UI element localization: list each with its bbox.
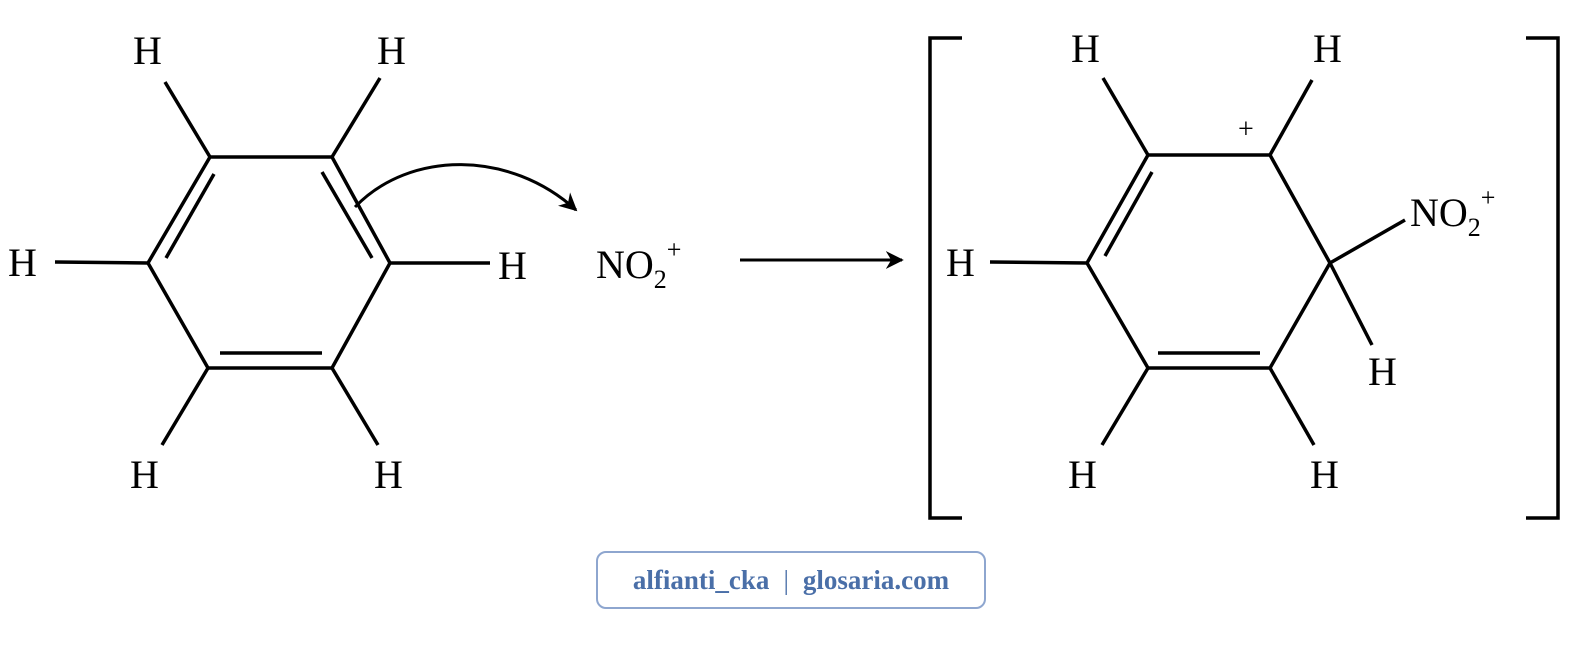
watermark-separator: | [783, 564, 789, 595]
carbocation-charge: + [1238, 114, 1254, 145]
h-atom: H [1068, 452, 1097, 497]
watermark: alfianti_cka | glosaria.com [596, 551, 986, 609]
h-atom: H [946, 240, 975, 285]
watermark-site: glosaria.com [802, 564, 950, 595]
h-atom: H [377, 28, 406, 73]
h-atom: H [1368, 349, 1397, 394]
h-atom: H [1071, 26, 1100, 71]
h-atom: H [374, 452, 403, 497]
right-bracket [1526, 36, 1560, 520]
nitro-group: NO2+ [1410, 183, 1495, 242]
watermark-author: alfianti_cka [632, 564, 770, 595]
nitronium-ion: NO2+ [596, 235, 681, 294]
left-bracket [928, 36, 962, 520]
h-atom: H [133, 28, 162, 73]
h-atom: H [1310, 452, 1339, 497]
h-atom: H [498, 243, 527, 288]
h-atom: H [8, 240, 37, 285]
sigma-complex-ring [989, 77, 1406, 446]
h-atom: H [1313, 26, 1342, 71]
h-atom: H [130, 452, 159, 497]
benzene-ring [54, 77, 490, 446]
curved-electron-arrow [353, 163, 578, 212]
